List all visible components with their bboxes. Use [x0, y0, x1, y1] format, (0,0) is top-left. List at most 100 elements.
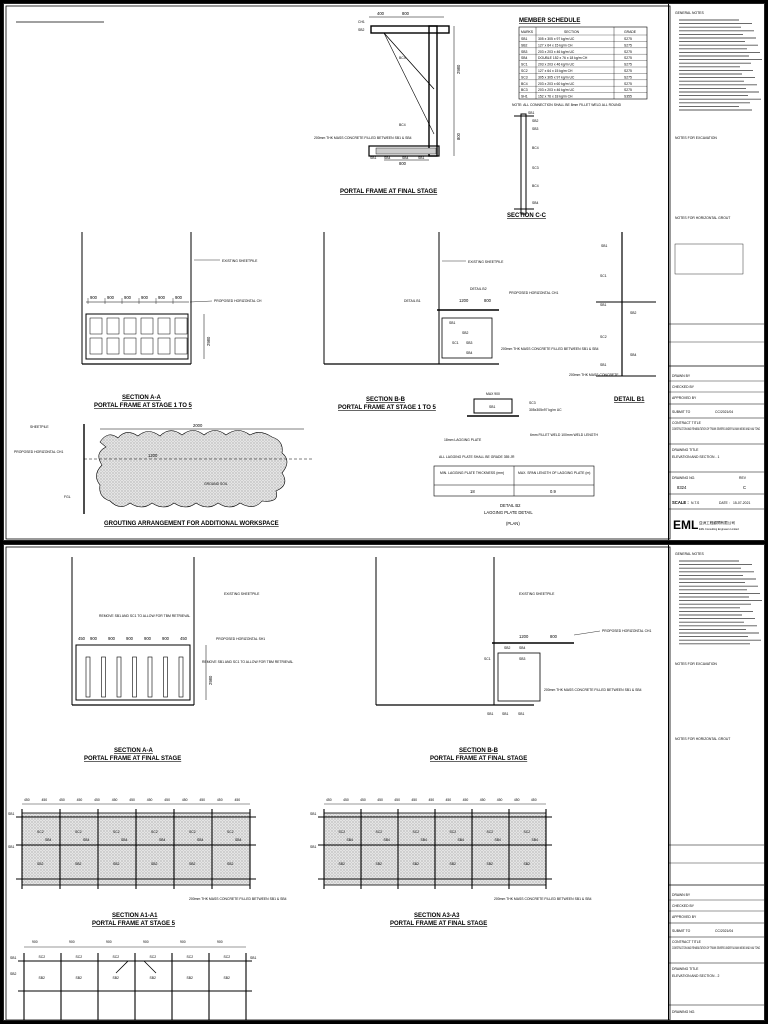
cc-sc3: SC3 — [532, 166, 539, 170]
a2-dim: 900 — [32, 940, 38, 944]
b1-sb1-c: SB1 — [600, 363, 607, 367]
aa-dim-900: 900 — [124, 295, 132, 300]
plan-dim: 450 — [360, 798, 366, 802]
cc-bc4: BC4 — [532, 146, 539, 150]
plan-label-sc2: SC2 — [113, 830, 120, 834]
plan-dim: 450 — [199, 798, 205, 802]
s2bb-dim-1200: 1200 — [519, 634, 529, 639]
bb-detail-b2: DETAIL B2 — [470, 287, 487, 291]
ms-cell-section: 203 x 203 x 46 kg/m UC — [538, 88, 575, 92]
a2-dim: 900 — [106, 940, 112, 944]
plan-dim: 450 — [514, 798, 520, 802]
aa-dim-900: 900 — [90, 295, 98, 300]
plan-dim: 450 — [147, 798, 153, 802]
b2-th-2: MAX. SPAN LENGTH OF LAGGING PLATE (m) — [518, 471, 590, 475]
aa-lagging-panel — [157, 317, 171, 335]
ms-cell-grade: S275 — [624, 75, 632, 79]
s2-title-aa-1: SECTION A-A — [114, 748, 153, 754]
plan-dim: 450 — [94, 798, 100, 802]
plan-label-sb2: SB2 — [450, 862, 457, 866]
plan-label-sb4: SB4 — [384, 838, 391, 842]
b1-sb2: SB2 — [630, 311, 637, 315]
tb2-approved-by: APPROVED BY — [672, 915, 697, 919]
ms-cell-mark: SB1 — [521, 37, 528, 41]
tb2-drawing-title: ELEVATION AND SECTION - 2 — [672, 974, 719, 978]
bb-note: 200mm THK MASS CONCRETE FILLED BETWEEN S… — [501, 347, 599, 351]
title-section-cc: SECTION C-C — [507, 213, 547, 219]
aa-lagging-panel — [106, 337, 120, 355]
bb-dim-1200: 1200 — [459, 298, 469, 303]
plan-label-sb4: SB4 — [121, 838, 128, 842]
ms-cell-section: 305 x 305 x 97 kg/m UC — [538, 37, 575, 41]
plan-dim: 450 — [182, 798, 188, 802]
plan-dim: 450 — [343, 798, 349, 802]
a2-label-sb2: SB2 — [187, 976, 194, 980]
b2-th-1: MIN. LAGGING PLATE THICKNESS (mm) — [440, 471, 504, 475]
s2aa-column — [178, 656, 184, 698]
section-cc: SB1 SB2 SB3 BC4 SC3 BC4 SB4 SECTION C-C — [507, 111, 547, 219]
plan-label-sc2: SC2 — [37, 830, 44, 834]
section-bb-stage: 1200 800 EXISTING SHEETPILE DETAIL B2 PR… — [323, 232, 599, 411]
ms-cell-grade: S275 — [624, 43, 632, 47]
s2aa-dim: 900 — [90, 636, 98, 641]
plan-dim: 450 — [24, 798, 30, 802]
plan-dim: 450 — [234, 798, 240, 802]
tb1-general-notes: GENERAL NOTES — [675, 11, 704, 15]
cc-sb3: SB3 — [532, 127, 539, 131]
label-sb4-b: SB4 — [402, 156, 409, 160]
s2aa-dim: 900 — [108, 636, 116, 641]
plan-label-sb1: SB1 — [8, 845, 15, 849]
a2-label-sb2: SB2 — [39, 976, 46, 980]
plan-label-sb2: SB2 — [487, 862, 494, 866]
tb1-contract-no: CC/2021/04 — [715, 410, 733, 414]
s2bb-dim-800: 800 — [550, 634, 558, 639]
ms-cell-mark: SB3 — [521, 50, 528, 54]
s2bb-sb1-a: SB1 — [487, 712, 494, 716]
tb1-date-label: DATE : — [719, 501, 730, 505]
aa-dim-2980: 2980 — [206, 336, 211, 346]
s2-title-bb-1: SECTION B-B — [459, 748, 499, 754]
ms-cell-grade: S275 — [624, 88, 632, 92]
title-block-1-drawing: GENERAL NOTES NOTES FOR EXCAVATION NOTES… — [669, 11, 764, 532]
b2-sc3: SC3 — [529, 401, 536, 405]
aa-lagging-panel — [157, 337, 171, 355]
cc-sb2: SB2 — [532, 119, 539, 123]
plan-dim: 450 — [463, 798, 469, 802]
b2-weld: 6mm FILLET WELD 100mm WELD LENGTH — [530, 433, 599, 437]
ms-cell-section: 127 x 64 x 15 kg/m CH — [538, 69, 573, 73]
plan-label-sb4: SB4 — [458, 838, 465, 842]
aa-label-sheetpile: EXISTING SHEETPILE — [222, 259, 258, 263]
s2bb-sc1: SC1 — [484, 657, 491, 661]
plan-label-sb4: SB4 — [197, 838, 204, 842]
gr-ch1: PROPOSED HORIZONTAL CH1 — [14, 450, 63, 454]
s2aa-dim: 450 — [180, 636, 188, 641]
ms-cell-mark: SC3 — [521, 75, 528, 79]
tb1-excavation-notes: NOTES FOR EXCAVATION — [675, 136, 717, 140]
tb1-drawing-no: 8324 — [677, 485, 687, 490]
dim-800: 800 — [402, 11, 410, 16]
aa-lagging-panel — [174, 317, 188, 335]
ms-cell-grade: S275 — [624, 50, 632, 54]
plan-label-sc2: SC2 — [487, 830, 494, 834]
b1-sb1: SB1 — [601, 244, 608, 248]
s2aa-sh1: PROPOSED HORIZONTAL SH1 — [216, 637, 265, 641]
tb1-company-en: EML Consulting Engineers Limited — [699, 527, 739, 531]
aa-lagging-panel — [123, 337, 137, 355]
tb1-approved-by: APPROVED BY — [672, 396, 697, 400]
plan-label-sb4: SB4 — [347, 838, 354, 842]
tb1-contract-title: CONSTRUCTION AND REHABILITATION OF TRUNK… — [672, 427, 760, 431]
detail-b2: MAX 900 SC3 305x305x97 kg/m UC SB1 18mm … — [433, 392, 599, 526]
plan-label-sc2: SC2 — [75, 830, 82, 834]
plan-label-sb4: SB4 — [235, 838, 242, 842]
b2-dim: MAX 900 — [486, 392, 500, 396]
s2aa-column — [132, 656, 137, 698]
tb2-drawing-no-label: DRAWING NO. — [672, 1010, 695, 1014]
ms-header-marks: MARKS — [521, 30, 534, 34]
plan-dim: 450 — [326, 798, 332, 802]
bb-detail-b1: DETAIL B1 — [404, 299, 421, 303]
aa-lagging-panel — [89, 317, 103, 335]
tb2-general-notes: GENERAL NOTES — [675, 552, 704, 556]
